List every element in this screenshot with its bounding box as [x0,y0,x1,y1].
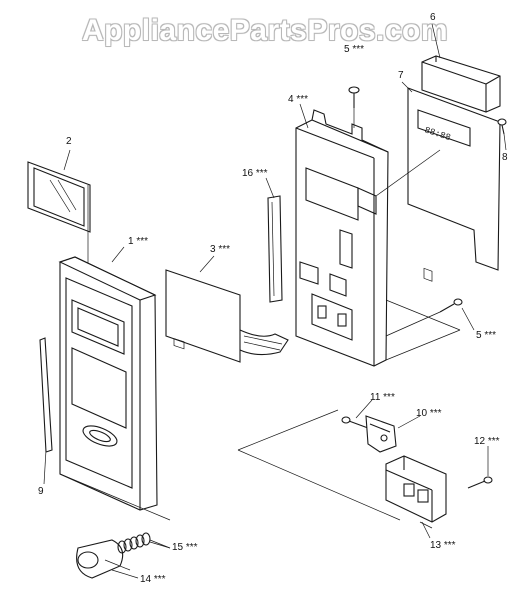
part-2-window-glass [27,161,91,320]
part-4-control-frame [295,109,389,367]
part-5-screw-right [385,298,463,337]
part-9-side-strip [39,337,53,453]
callout-1: 1 *** [128,236,149,247]
callout-4: 4 *** [288,94,309,105]
part-8-screw [497,118,507,135]
part-10-switch-lever [365,415,397,453]
part-11-screw [341,416,369,429]
part-6-pad [421,55,501,113]
part-16-strip [267,195,283,303]
part-7-circuit-board [375,87,501,282]
callout-9: 9 [38,486,44,497]
callout-14: 14 *** [140,574,166,585]
part-5-screw-top [348,86,360,128]
callout-12: 12 *** [474,436,500,447]
watermark-text: AppliancePartsPros.com [81,14,449,47]
callout-5-top: 5 *** [344,44,365,55]
part-14-door-button [76,539,131,579]
callout-7: 7 [398,70,404,81]
callout-8: 8 [502,152,508,163]
part-3-keypad [165,269,289,363]
leader-lines [43,23,507,579]
callout-2: 2 [66,136,72,147]
callout-11: 11 *** [370,392,395,403]
part-13-switch-bracket [385,455,447,529]
part-1-control-panel-front [58,256,158,511]
callout-16: 16 *** [242,168,268,179]
callout-5-right: 5 *** [476,330,497,341]
callout-3: 3 *** [210,244,231,255]
callout-15: 15 *** [172,542,198,553]
guide-lines [59,299,461,521]
callout-6: 6 [430,12,436,23]
callout-13: 13 *** [430,540,456,551]
part-12-screw [467,476,493,489]
part-15-spring [117,532,171,554]
callout-10: 10 *** [416,408,442,419]
